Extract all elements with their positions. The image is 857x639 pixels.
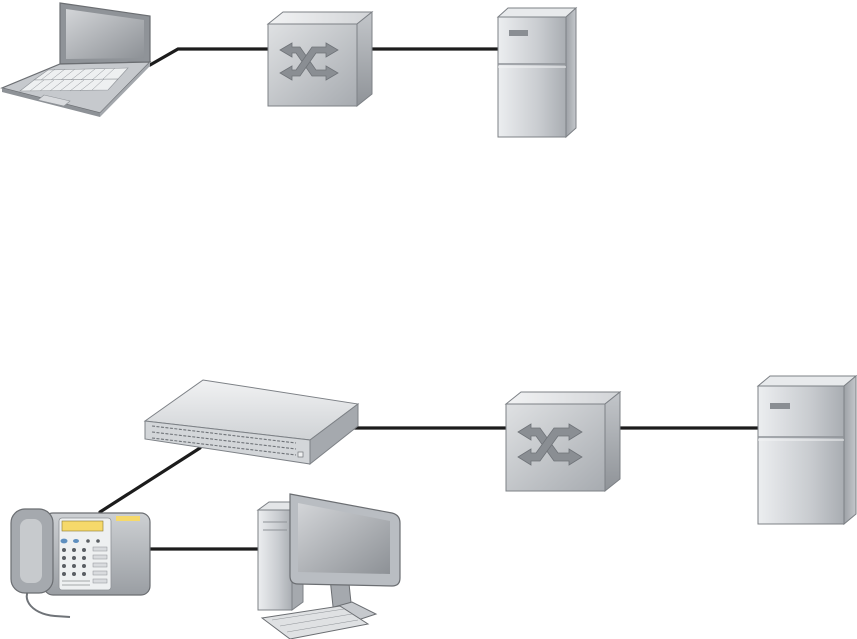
link-laptop-switch [150, 49, 268, 65]
rack-switch-icon[interactable] [145, 380, 358, 464]
network-switch-icon-b[interactable] [506, 392, 620, 491]
server-tower-icon-b[interactable] [758, 376, 856, 524]
topology-b [11, 376, 856, 639]
laptop-icon[interactable] [2, 3, 150, 117]
network-switch-icon[interactable] [268, 12, 372, 106]
ip-phone-icon[interactable] [11, 509, 150, 617]
link-phone-access-switch [100, 448, 200, 512]
desktop-computer-icon[interactable] [258, 494, 400, 639]
server-tower-icon[interactable] [498, 8, 576, 137]
topology-a [2, 3, 576, 137]
